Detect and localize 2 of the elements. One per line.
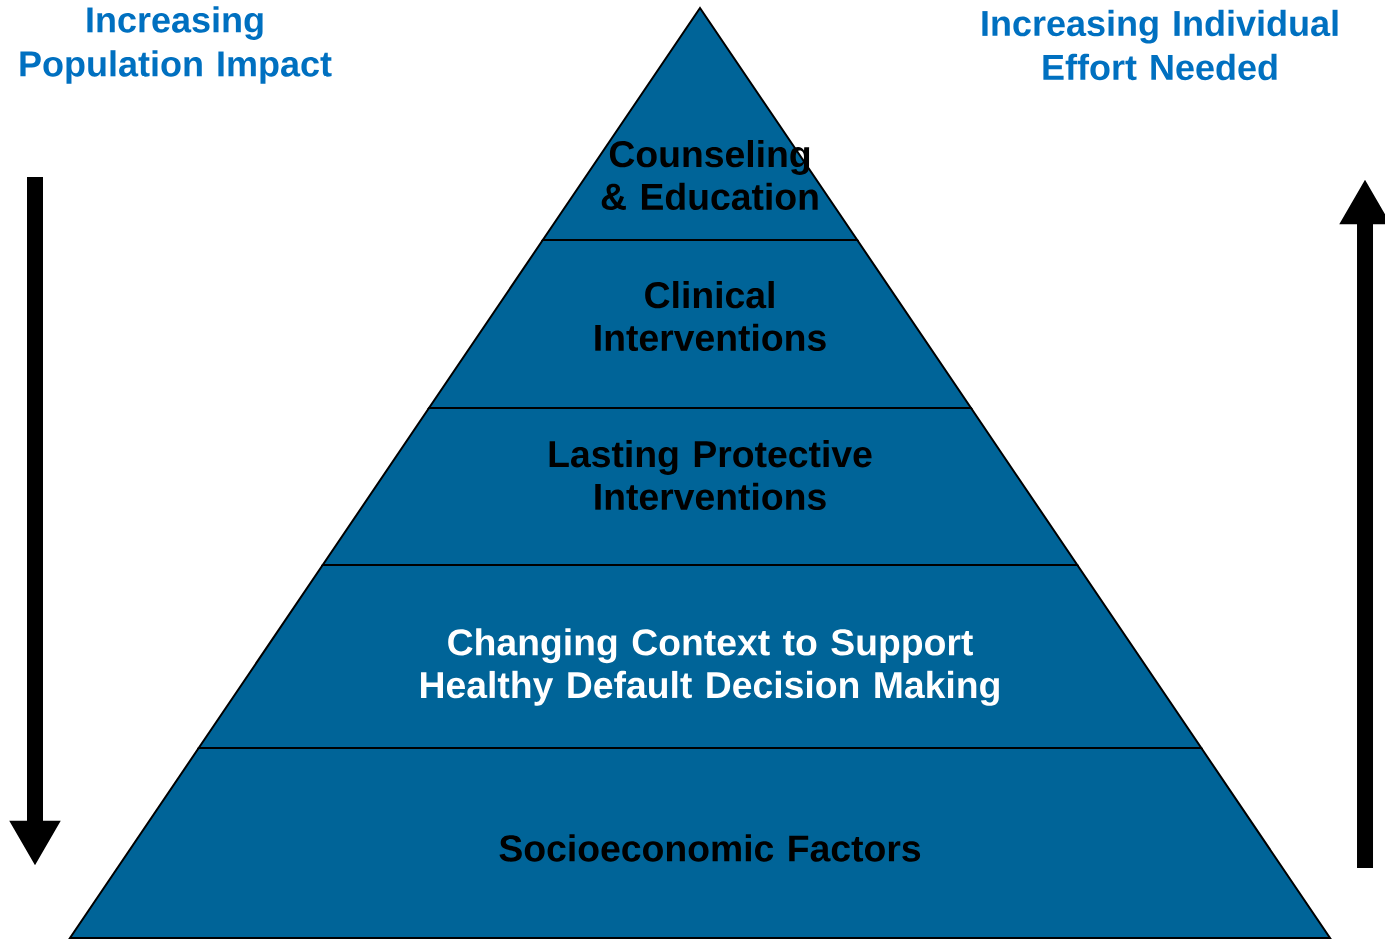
- heading: Increasing Population Impact: [20, 6, 332, 84]
- heading: Increasing Individual Effort Needed: [982, 9, 1338, 81]
